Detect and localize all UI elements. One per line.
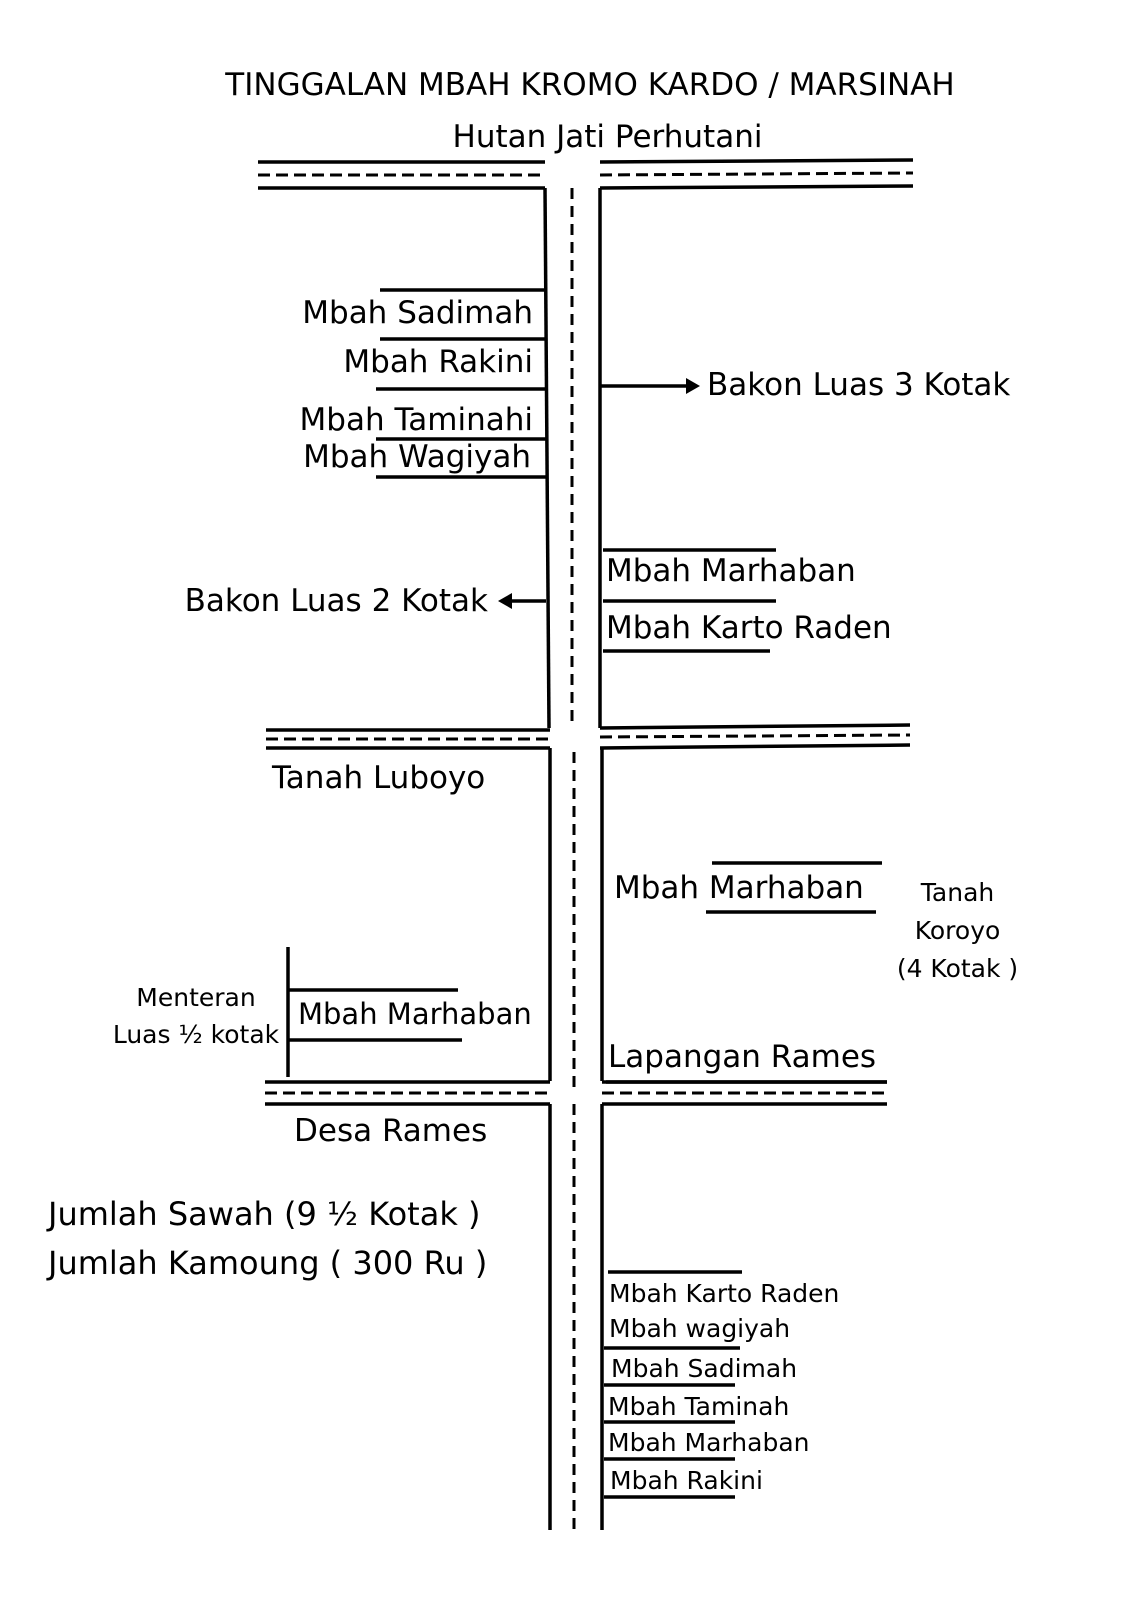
tanah-luboyo-label: Tanah Luboyo — [272, 760, 486, 796]
koroyo-line-2: Koroyo — [914, 916, 1001, 945]
koroyo-line-1: Tanah — [920, 878, 995, 907]
lr-name-4: Mbah Taminah — [608, 1392, 790, 1421]
jumlah-kampung: Jumlah Kamoung ( 300 Ru ) — [48, 1244, 488, 1282]
ul-name-4: Mbah Wagiyah — [303, 439, 531, 475]
koroyo-line-3: (4 Kotak ) — [896, 954, 1019, 983]
arrow-right-head — [686, 378, 700, 394]
menteran-line-2: Luas ½ kotak — [112, 1020, 280, 1049]
top-road-right-edge2 — [599, 184, 914, 190]
ul-name-3: Mbah Taminahi — [299, 402, 533, 438]
mr-name: Mbah Marhaban — [614, 870, 864, 906]
lr-name-3: Mbah Sadimah — [611, 1354, 798, 1383]
top-road-right-dash — [599, 171, 914, 177]
ul-name-2: Mbah Rakini — [343, 344, 533, 380]
mid-road-right-edge — [599, 723, 911, 730]
ur-name-1: Mbah Marhaban — [606, 553, 856, 589]
bakon-3-label: Bakon Luas 3 Kotak — [707, 367, 1011, 403]
lr-name-6: Mbah Rakini — [610, 1466, 763, 1495]
arrow-left-head — [498, 593, 512, 609]
ur-name-2: Mbah Karto Raden — [606, 610, 892, 646]
vroad-upper-left-edge — [543, 187, 551, 729]
jumlah-sawah: Jumlah Sawah (9 ½ Kotak ) — [48, 1195, 481, 1233]
menteran-line-1: Menteran — [136, 983, 256, 1012]
ul-name-1: Mbah Sadimah — [302, 295, 533, 331]
lr-name-2: Mbah wagiyah — [609, 1314, 791, 1343]
mid-road-right-edge2 — [599, 743, 911, 750]
mid-road-right-dash — [599, 733, 911, 739]
map-title: TINGGALAN MBAH KROMO KARDO / MARSINAH — [225, 67, 955, 103]
top-road-right-edge — [599, 158, 914, 164]
top-area-label: Hutan Jati Perhutani — [452, 119, 763, 155]
lapangan-rames-label: Lapangan Rames — [608, 1039, 877, 1075]
menteran-name: Mbah Marhaban — [298, 997, 532, 1031]
desa-rames-label: Desa Rames — [294, 1113, 488, 1149]
bakon-2-label: Bakon Luas 2 Kotak — [184, 583, 488, 619]
lr-name-1: Mbah Karto Raden — [609, 1279, 840, 1308]
lr-name-5: Mbah Marhaban — [608, 1428, 810, 1457]
